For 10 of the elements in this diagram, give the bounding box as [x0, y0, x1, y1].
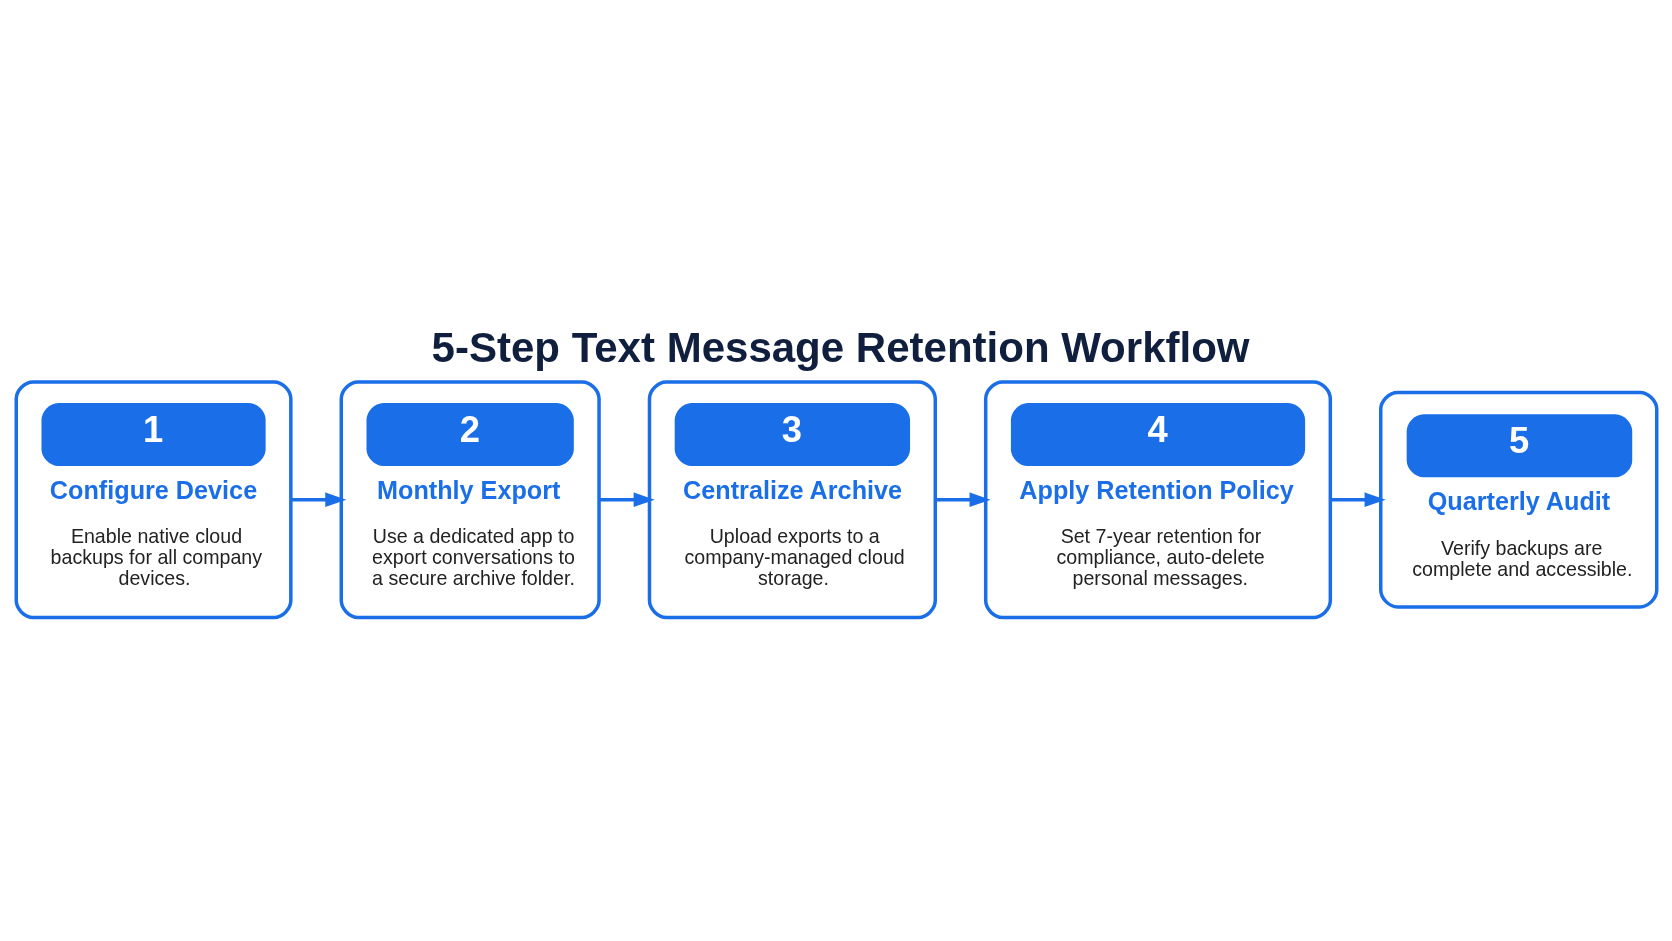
arrow — [598, 491, 655, 507]
arrow — [290, 491, 346, 507]
arrow — [935, 491, 991, 507]
node-box: 1 Configure Device Enable native cloud backups for all company devices. — [14, 379, 293, 619]
node-box: 5 Quarterly Audit Verify backups are complete and accessible. — [1378, 390, 1658, 609]
arrow — [1330, 491, 1386, 507]
diagram-title: 5-Step Text Message Retention Workflow — [431, 323, 1250, 371]
node-box: 2 Monthly Export Use a dedicated app to export conversations to a secure archive folder. — [339, 379, 601, 619]
node-box: 3 Centralize Archive Upload exports to a company-managed cloud storage. — [647, 379, 937, 619]
node-box: 4 Apply Retention Policy Set 7-year retention for compliance, auto-delete personal messages. — [983, 379, 1332, 619]
